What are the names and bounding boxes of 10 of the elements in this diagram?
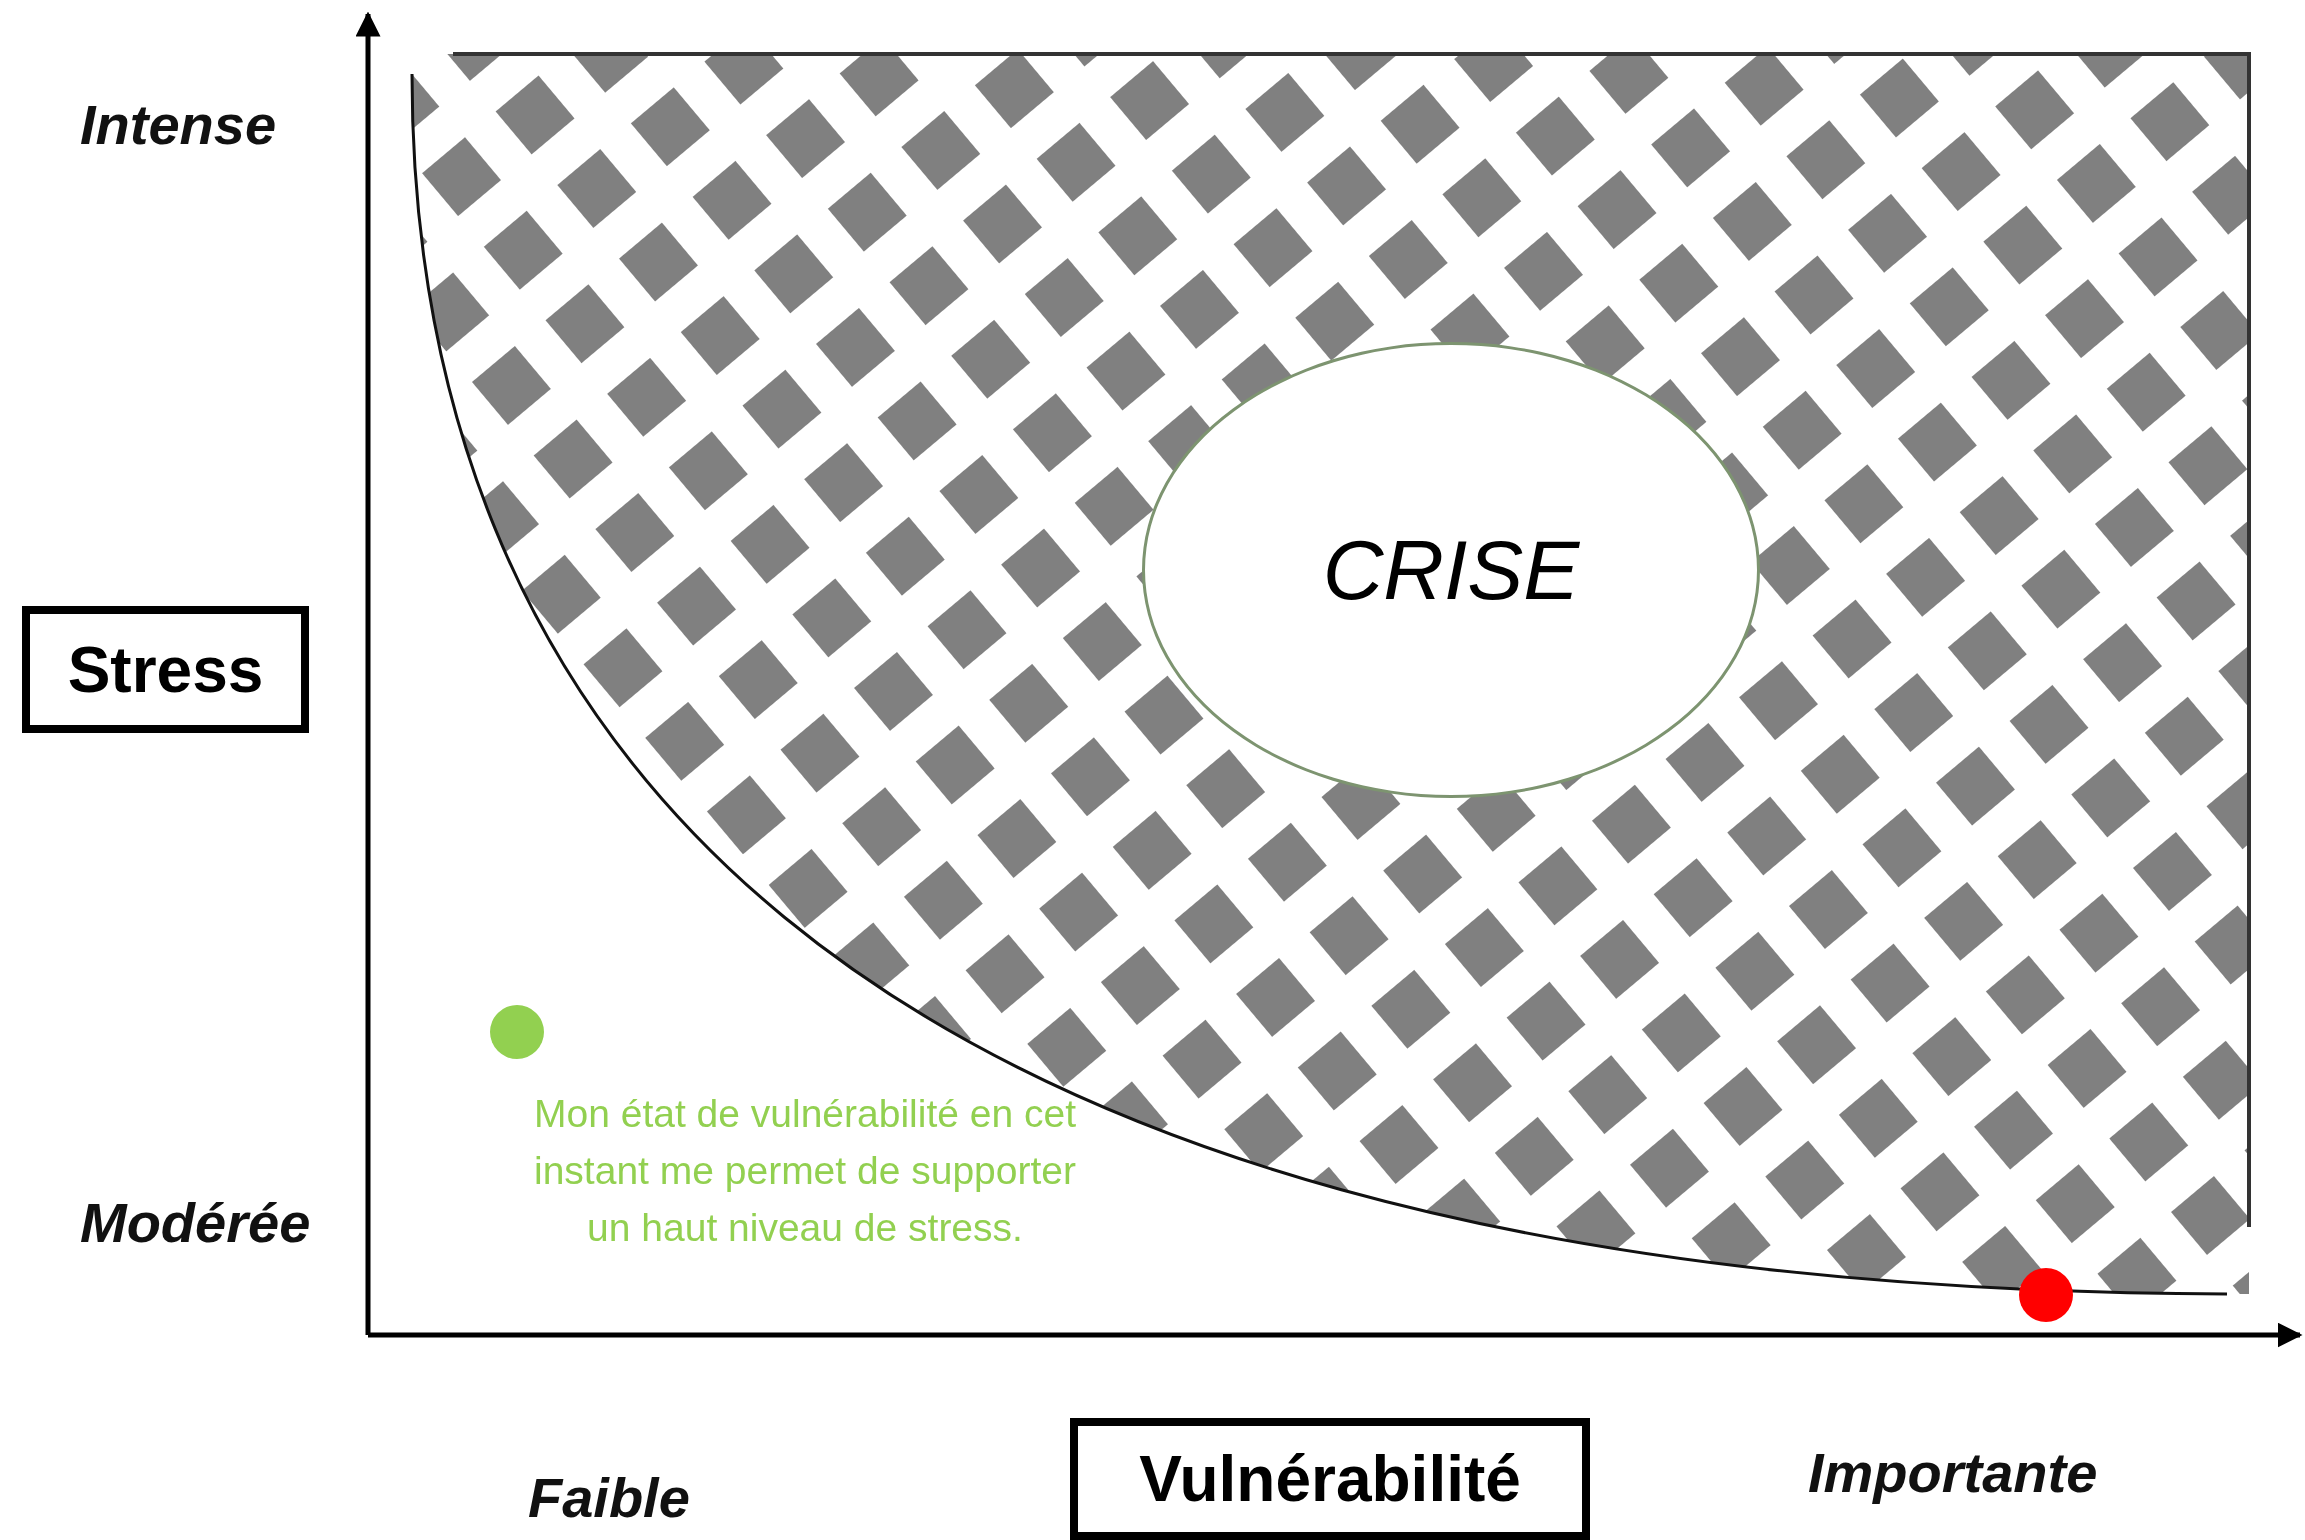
axis-title-box: Stress bbox=[22, 606, 309, 733]
annotation-text: Mon état de vulnérabilité en cet instant me permet de supporter un haut niveau de stress. bbox=[533, 1091, 1077, 1251]
axis-label: Faible bbox=[528, 1465, 690, 1530]
axis-title-box: Vulnérabilité bbox=[1070, 1418, 1590, 1540]
axis-label: Modérée bbox=[80, 1190, 311, 1255]
axis-label: Intense bbox=[80, 92, 277, 157]
status-dot bbox=[2019, 1268, 2073, 1322]
axis-label: Importante bbox=[1808, 1440, 2098, 1505]
status-dot bbox=[490, 1005, 544, 1059]
crisis-label: CRISE bbox=[1322, 521, 1580, 619]
